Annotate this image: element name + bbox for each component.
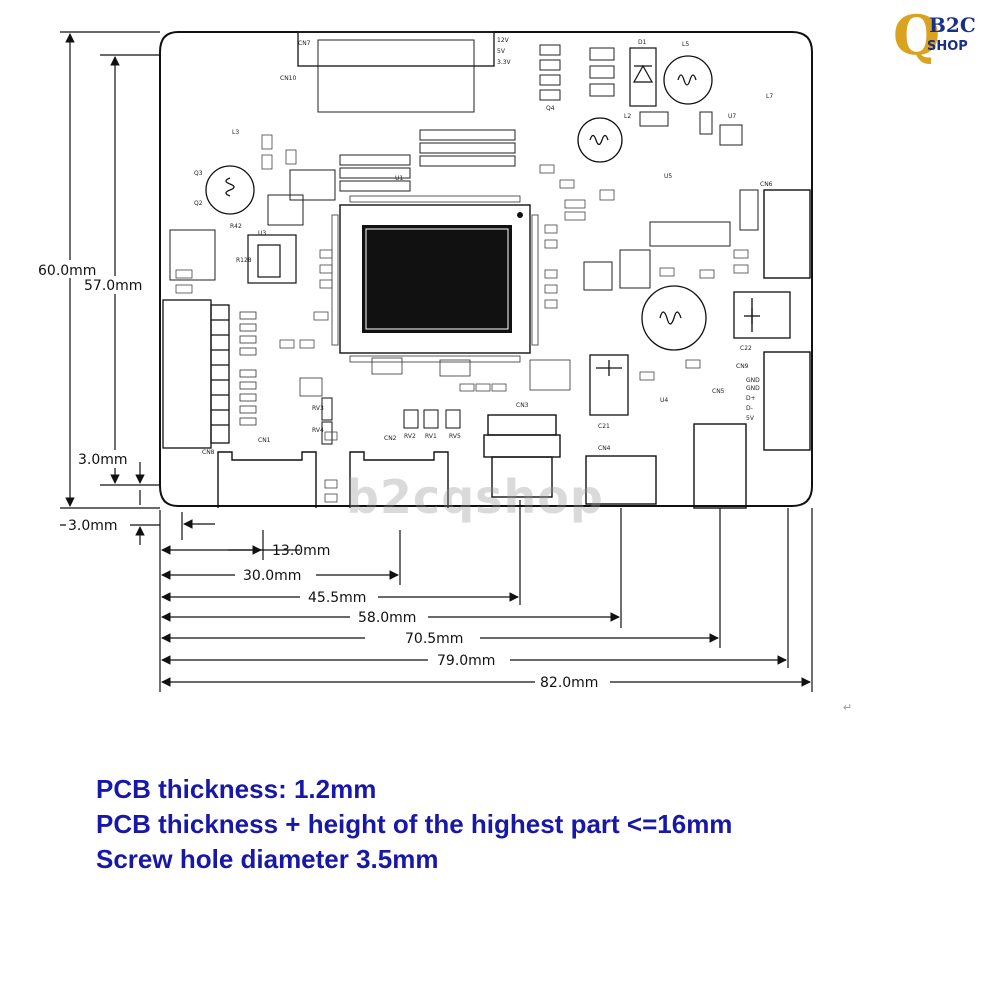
label-cn9: CN9 bbox=[736, 363, 749, 370]
label-cn3: CN3 bbox=[516, 402, 529, 409]
label-q3: Q3 bbox=[194, 170, 203, 177]
label-c21: C21 bbox=[598, 423, 610, 430]
label-cn10: CN10 bbox=[280, 75, 296, 82]
logo-top-text: B2C bbox=[929, 13, 976, 37]
label-rv3: RV3 bbox=[312, 405, 324, 412]
label-d1: D1 bbox=[638, 39, 647, 46]
brand-logo: Q B2C SHOP bbox=[893, 4, 976, 64]
inductor-l2 bbox=[577, 117, 623, 163]
diode-d1 bbox=[629, 47, 657, 107]
label-rv4: RV4 bbox=[312, 427, 324, 434]
dim-height-57: 57.0mm bbox=[84, 278, 142, 294]
label-5v-pin: 5V bbox=[746, 415, 755, 422]
dim-width-13: 13.0mm bbox=[272, 543, 330, 559]
label-dminus: D- bbox=[746, 405, 753, 412]
connector-cn8 bbox=[162, 299, 230, 449]
label-gnd-2: GND bbox=[746, 385, 760, 392]
label-5v: 5V bbox=[497, 48, 506, 55]
label-c22: C22 bbox=[740, 345, 752, 352]
logo-bottom-text: SHOP bbox=[927, 39, 968, 54]
spec-notes: PCB thickness: 1.2mm PCB thickness + hei… bbox=[96, 772, 732, 877]
label-l2: L2 bbox=[624, 113, 631, 120]
connector-cn6 bbox=[763, 189, 811, 279]
connector-cn2 bbox=[349, 451, 449, 508]
label-rv2: RV2 bbox=[404, 433, 416, 440]
label-cn8: CN8 bbox=[202, 449, 215, 456]
note-max-height: PCB thickness + height of the highest pa… bbox=[96, 809, 733, 839]
connector-cn7 bbox=[297, 31, 495, 67]
dim-edge-bottom: 3.0mm bbox=[68, 518, 118, 534]
inductor-l5 bbox=[663, 55, 713, 105]
label-gnd-1: GND bbox=[746, 377, 760, 384]
regulator-u3 bbox=[247, 234, 297, 284]
dim-width-79: 79.0mm bbox=[437, 653, 495, 669]
dim-width-45: 45.5mm bbox=[308, 590, 366, 606]
label-cn5: CN5 bbox=[712, 388, 725, 395]
label-cn7: CN7 bbox=[298, 40, 311, 47]
label-cn6: CN6 bbox=[760, 181, 773, 188]
label-r128: R128 bbox=[236, 257, 252, 264]
label-l5: L5 bbox=[682, 41, 689, 48]
label-cn2: CN2 bbox=[384, 435, 397, 442]
inductor-main bbox=[641, 285, 707, 351]
label-12v: 12V bbox=[497, 37, 510, 44]
inductor-l3 bbox=[205, 165, 255, 215]
label-r42: R42 bbox=[230, 223, 242, 230]
label-q4: Q4 bbox=[546, 105, 555, 112]
label-cn4: CN4 bbox=[598, 445, 611, 452]
label-u5: U5 bbox=[664, 173, 672, 180]
watermark: b2cqshop bbox=[346, 470, 604, 524]
chip-u1 bbox=[339, 204, 531, 354]
label-q2: Q2 bbox=[194, 200, 203, 207]
logo-letter: Q bbox=[893, 4, 940, 64]
dim-width-58: 58.0mm bbox=[358, 610, 416, 626]
return-mark: ↵ bbox=[843, 702, 853, 714]
connector-cn3 bbox=[483, 414, 561, 498]
capacitor-c22 bbox=[733, 291, 791, 339]
dim-width-82: 82.0mm bbox=[540, 675, 598, 691]
pcb-board: CN7 CN10 12V 5V 3.3V U1 bbox=[159, 31, 813, 509]
label-dplus: D+ bbox=[746, 395, 756, 402]
connector-cn9 bbox=[763, 351, 811, 451]
label-3v3: 3.3V bbox=[497, 59, 512, 66]
capacitor-c21 bbox=[589, 354, 629, 416]
label-u7: U7 bbox=[728, 113, 736, 120]
dim-height-60: 60.0mm bbox=[38, 263, 96, 279]
label-u4: U4 bbox=[660, 397, 668, 404]
label-rv5: RV5 bbox=[449, 433, 461, 440]
label-l7: L7 bbox=[766, 93, 773, 100]
connector-cn4 bbox=[585, 455, 657, 505]
connector-cn1 bbox=[217, 451, 317, 508]
label-u3: U3 bbox=[258, 230, 266, 237]
label-rv1: RV1 bbox=[425, 433, 437, 440]
label-l3: L3 bbox=[232, 129, 239, 136]
note-screw-hole: Screw hole diameter 3.5mm bbox=[96, 844, 439, 874]
dim-edge-top: 3.0mm bbox=[78, 452, 128, 468]
horizontal-dimensions bbox=[159, 500, 813, 692]
label-cn1: CN1 bbox=[258, 437, 271, 444]
note-pcb-thickness: PCB thickness: 1.2mm bbox=[96, 774, 377, 804]
dim-width-30: 30.0mm bbox=[243, 568, 301, 584]
dim-width-70: 70.5mm bbox=[405, 631, 463, 647]
